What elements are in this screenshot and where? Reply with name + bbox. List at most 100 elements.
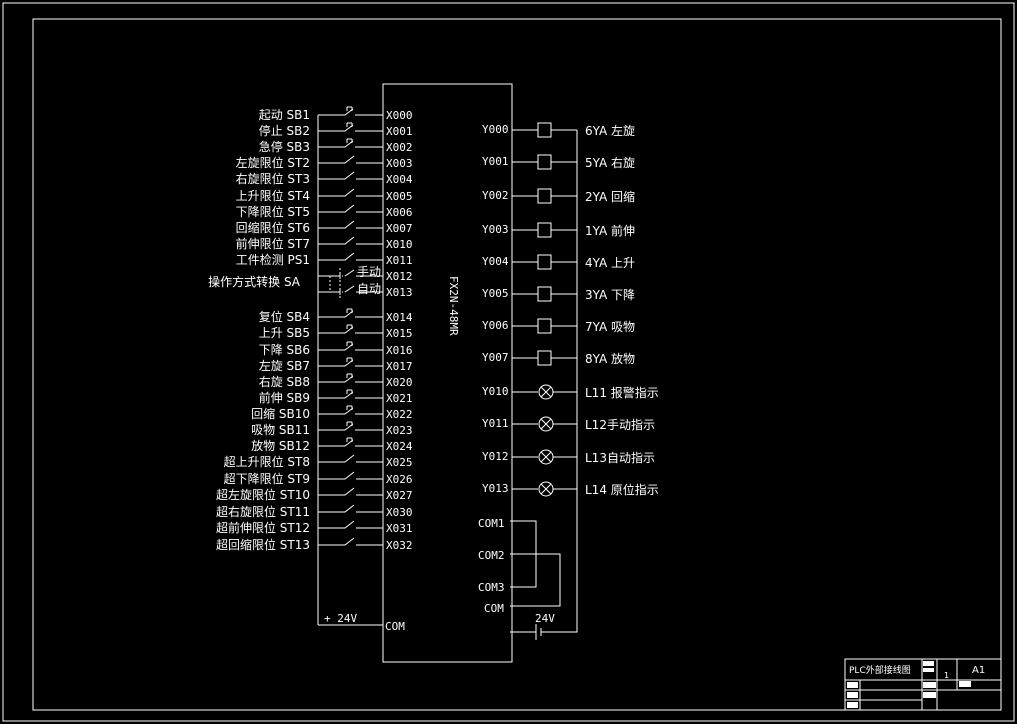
input-pin-label: X021 xyxy=(386,392,413,405)
input-device-label: 超下降限位 ST9 xyxy=(224,471,310,486)
input-device-label: 右旋限位 ST3 xyxy=(236,171,310,186)
limit-switch-contact xyxy=(338,454,355,463)
com-label: COM xyxy=(484,602,504,615)
selector-manual-label: 手动 xyxy=(357,265,381,279)
input-device-label: 工件检测 PS1 xyxy=(236,252,310,267)
output-pin-label: Y012 xyxy=(482,450,509,463)
input-device-label: 超前伸限位 ST12 xyxy=(216,520,310,535)
input-device-label: 吸物 SB11 xyxy=(251,423,310,437)
input-com-label: COM xyxy=(385,620,405,633)
limit-switch-contact xyxy=(338,155,355,164)
pushbutton-contact xyxy=(338,106,356,116)
input-pin-label: X006 xyxy=(386,206,413,219)
limit-switch-contact xyxy=(338,204,355,213)
pushbutton-contact xyxy=(338,437,356,447)
solenoid-coil-icon xyxy=(537,122,552,138)
input-device-label: 超右旋限位 ST11 xyxy=(216,504,310,519)
input-pin-label: X001 xyxy=(386,125,413,138)
drawing-frame xyxy=(32,18,1002,711)
input-pin-label: X027 xyxy=(386,489,413,502)
pushbutton-contact xyxy=(338,324,356,334)
com1-label: COM1 xyxy=(478,517,505,530)
input-pin-label: X022 xyxy=(386,408,413,421)
pushbutton-contact xyxy=(338,138,356,148)
output-pin-label: Y000 xyxy=(482,123,509,136)
input-device-label: 右旋 SB8 xyxy=(259,374,310,389)
output-device-label: 3YA 下降 xyxy=(585,288,635,302)
output-device-label: L14 原位指示 xyxy=(585,482,659,497)
input-pin-label: X007 xyxy=(386,222,413,235)
pushbutton-contact xyxy=(338,341,356,351)
input-device-label: 超回缩限位 ST13 xyxy=(216,537,310,552)
limit-switch-contact xyxy=(338,471,355,480)
input-pin-label: X020 xyxy=(386,376,413,389)
limit-switch-contact xyxy=(338,236,355,245)
output-device-label: 7YA 吸物 xyxy=(585,320,635,334)
input-x000: X000 起动 SB1 xyxy=(259,106,413,122)
input-x011: X011 工件检测 PS1 xyxy=(236,252,413,267)
output-pin-label: Y005 xyxy=(482,287,509,300)
solenoid-coil-icon xyxy=(537,318,552,334)
input-device-label: 急停 SB3 xyxy=(259,139,310,154)
limit-switch-contact xyxy=(338,504,355,513)
solenoid-coil-icon xyxy=(537,254,552,270)
solenoid-coil-icon xyxy=(537,286,552,302)
title-block-title: PLC外部接线图 xyxy=(849,664,911,676)
pushbutton-contact xyxy=(338,421,356,431)
output-device-label: 5YA 右旋 xyxy=(585,155,635,170)
input-pin-label: X024 xyxy=(386,440,413,453)
output-device-label: 1YA 前伸 xyxy=(585,223,635,238)
input-device-label: 起动 SB1 xyxy=(259,108,310,122)
input-device-label: 放物 SB12 xyxy=(251,438,310,453)
input-x004: X004 右旋限位 ST3 xyxy=(236,171,413,186)
selector-linkage xyxy=(329,268,343,300)
input-x024: X024 放物 SB12 xyxy=(251,437,413,453)
limit-switch-contact xyxy=(338,520,355,529)
output-pin-label: Y010 xyxy=(482,385,509,398)
input-pin-label: X011 xyxy=(386,254,413,267)
limit-switch-contact xyxy=(338,487,355,496)
limit-switch-contact xyxy=(338,171,355,180)
input-device-label: 回缩限位 ST6 xyxy=(236,220,310,235)
limit-switch-contact xyxy=(338,220,355,229)
input-pin-label: X005 xyxy=(386,190,413,203)
input-pin-label: X004 xyxy=(386,173,413,186)
title-block-sheet: A1 xyxy=(972,665,985,676)
selector-contact xyxy=(339,269,355,279)
input-power-label: + 24V xyxy=(324,612,357,625)
input-device-label: 左旋 SB7 xyxy=(259,358,310,373)
pushbutton-contact xyxy=(338,389,356,399)
selector-contact xyxy=(339,285,355,295)
input-x007: X007 回缩限位 ST6 xyxy=(236,220,413,235)
pushbutton-contact xyxy=(338,122,356,132)
input-pin-label: X012 xyxy=(386,270,413,283)
plc-model-label: FX2N-48MR xyxy=(447,276,460,336)
input-pin-label: X017 xyxy=(386,360,413,373)
input-pin-label: X000 xyxy=(386,109,413,122)
com2-label: COM2 xyxy=(478,549,505,562)
input-device-label: 前伸限位 ST7 xyxy=(236,236,310,251)
input-pin-label: X003 xyxy=(386,157,413,170)
output-device-label: L12手动指示 xyxy=(585,417,655,432)
plc-body xyxy=(382,83,513,663)
